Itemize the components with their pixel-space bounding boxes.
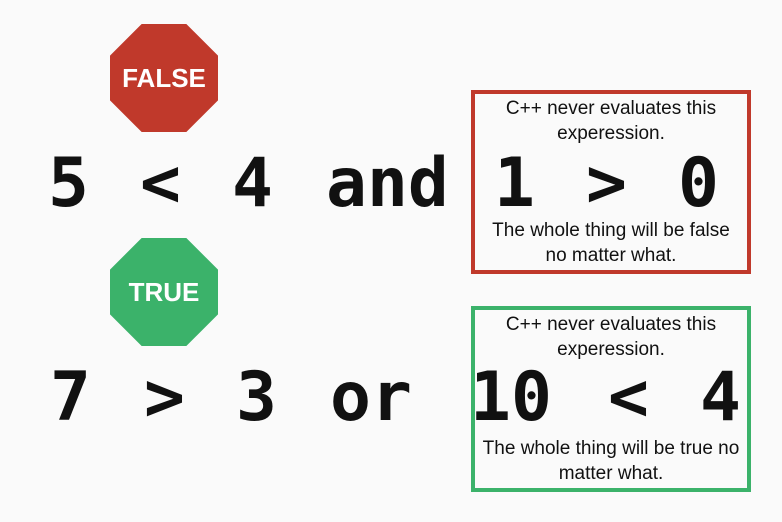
true-octagon-sign: TRUE bbox=[110, 238, 218, 346]
operand-right-b: 4 bbox=[700, 358, 741, 437]
operand-left-b: 3 bbox=[236, 358, 277, 437]
false-note-bottom: The whole thing will be false no matter … bbox=[492, 220, 730, 266]
logical-or-operator: or bbox=[330, 358, 412, 437]
logical-and-operator: and bbox=[326, 144, 449, 223]
operand-left-a: 7 bbox=[50, 358, 91, 437]
true-sign-label: TRUE bbox=[128, 276, 200, 307]
true-note-box: C++ never evaluates this experession. Th… bbox=[471, 306, 751, 492]
false-note-top: C++ never evaluates this experession. bbox=[505, 98, 717, 144]
true-note-bottom: The whole thing will be true no matter w… bbox=[482, 438, 740, 484]
operand-right-b: 0 bbox=[678, 144, 719, 223]
operand-left-b: 4 bbox=[232, 144, 273, 223]
operand-right-a: 1 bbox=[494, 144, 535, 223]
operand-right-a: 10 bbox=[470, 358, 552, 437]
true-note-top: C++ never evaluates this experession. bbox=[505, 314, 717, 360]
operand-left-a: 5 bbox=[48, 144, 89, 223]
false-stop-sign: FALSE bbox=[110, 24, 218, 132]
operator-greater-than: > bbox=[144, 358, 185, 437]
operator-greater-than: > bbox=[586, 144, 627, 223]
operator-less-than: < bbox=[608, 358, 649, 437]
operator-less-than: < bbox=[140, 144, 181, 223]
false-note-box: C++ never evaluates this experession. Th… bbox=[471, 90, 751, 274]
false-sign-label: FALSE bbox=[122, 62, 206, 93]
